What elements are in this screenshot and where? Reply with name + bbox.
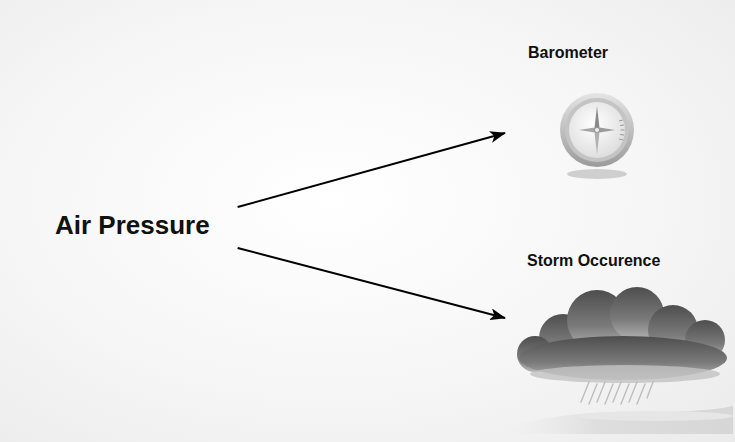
arrow-connector [238,248,505,318]
barometer-node: Barometer [505,40,690,190]
barometer-icon [555,90,639,182]
storm-node: Storm Occurence [505,248,733,434]
node-heading: Storm Occurence [527,252,660,270]
arrow-connector [238,133,505,207]
concept-label: Air Pressure [47,200,238,251]
storm-cloud-illustration [505,278,733,434]
node-heading: Barometer [528,44,608,62]
concept-title: Air Pressure [55,210,210,241]
